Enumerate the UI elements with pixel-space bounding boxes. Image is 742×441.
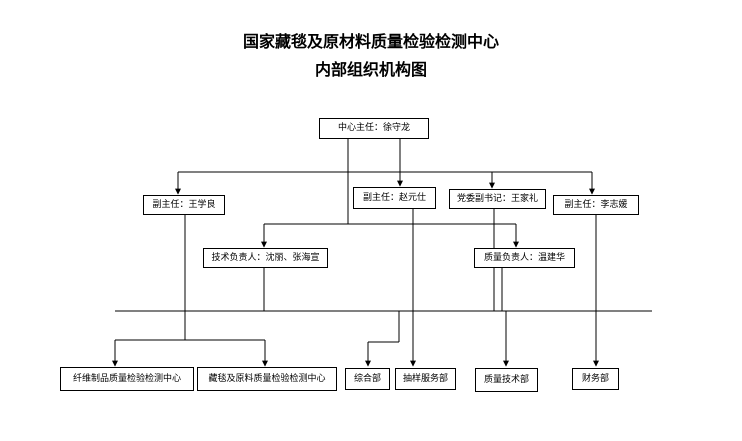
node-party-secretary: 党委副书记：王家礼 [449, 189, 546, 209]
node-deputy-wang: 副主任：王学良 [143, 195, 225, 215]
node-quality-tech-dept: 质量技术部 [475, 368, 538, 392]
chart-title-line2: 内部组织机构图 [314, 60, 427, 79]
node-fiber-center: 纤维制品质量检验检测中心 [60, 367, 194, 391]
node-finance-dept: 财务部 [572, 368, 619, 390]
connector-to-general [368, 341, 399, 366]
node-general-dept: 综合部 [345, 368, 390, 390]
node-director: 中心主任：徐守龙 [319, 118, 429, 139]
node-sampling-dept: 抽样服务部 [395, 368, 456, 390]
node-tech-lead: 技术负责人：沈丽、张海宣 [203, 248, 328, 268]
node-deputy-li: 副主任：李志媛 [553, 195, 639, 215]
node-deputy-zhao: 副主任：赵元仕 [353, 187, 436, 209]
node-quality-lead: 质量负责人：温建华 [474, 248, 575, 268]
node-carpet-center: 藏毯及原料质量检验检测中心 [197, 367, 337, 391]
chart-title-line1: 国家藏毯及原材料质量检验检测中心 [242, 32, 499, 51]
